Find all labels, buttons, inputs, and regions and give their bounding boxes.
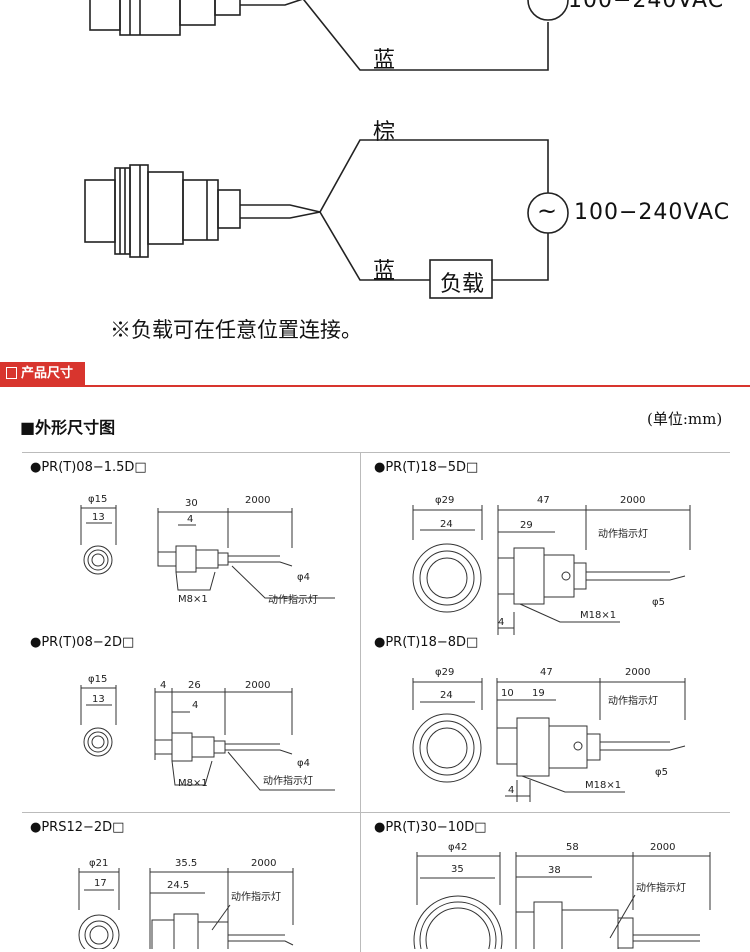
dimension-label: 4 (192, 700, 198, 711)
model-label: ●PR(T)18−5D□ (374, 460, 479, 475)
section-title: 产品尺寸 (21, 366, 74, 381)
model-label: ●PR(T)08−1.5D□ (30, 460, 147, 475)
wire-label-blue: 蓝 (373, 259, 396, 284)
grid-line (360, 812, 361, 952)
dimension-label: φ5 (655, 767, 668, 778)
dimension-label: φ29 (435, 495, 454, 506)
indicator-label: 动作指示灯 (268, 593, 318, 606)
dimension-label: 2000 (245, 680, 270, 691)
dimension-label: 38 (548, 865, 561, 876)
section-tab: 产品尺寸 (0, 362, 86, 386)
dimension-label: 30 (185, 498, 198, 509)
indicator-label: 动作指示灯 (598, 527, 648, 540)
dimension-label: 47 (537, 495, 550, 506)
grid-line (22, 812, 730, 813)
section-divider (0, 385, 750, 387)
indicator-label: 动作指示灯 (636, 881, 686, 894)
dimension-label: φ4 (297, 758, 310, 769)
dimension-label: φ29 (435, 667, 454, 678)
model-label: ●PR(T)30−10D□ (374, 820, 487, 835)
dimension-label: 2000 (625, 667, 650, 678)
dimension-label: 2000 (245, 495, 270, 506)
dimension-label: 58 (566, 842, 579, 853)
thread-label: M8×1 (178, 594, 208, 605)
dimension-label: 24 (440, 690, 453, 701)
voltage-label-top: 100−240VAC (568, 0, 725, 13)
indicator-label: 动作指示灯 (231, 890, 281, 903)
dimension-label: φ42 (448, 842, 467, 853)
dimension-label: 35 (451, 864, 464, 875)
wire-label-blue-top: 蓝 (373, 48, 396, 73)
thread-label: M8×1 (178, 778, 208, 789)
model-label: ●PRS12−2D□ (30, 820, 125, 835)
wiring-note: ※负载可在任意位置连接。 (110, 318, 362, 342)
dimension-label: 4 (160, 680, 166, 691)
voltage-label: 100−240VAC (574, 200, 731, 225)
dimension-label: 4 (508, 785, 514, 796)
dimension-label: 17 (94, 878, 107, 889)
dimension-label: 2000 (650, 842, 675, 853)
dimension-label: φ4 (297, 572, 310, 583)
thread-label: M18×1 (580, 610, 616, 621)
dimension-label: φ15 (88, 674, 107, 685)
dimension-label: 24.5 (167, 880, 189, 891)
dimension-label: 29 (520, 520, 533, 531)
thread-label: M18×1 (585, 780, 621, 791)
wire-label-brown: 棕 (373, 120, 396, 145)
diagram-title: ■外形尺寸图 (20, 418, 116, 437)
dimension-label: 35.5 (175, 858, 197, 869)
load-label: 负载 (440, 272, 485, 297)
dimension-label: 13 (92, 694, 105, 705)
dimension-label: 47 (540, 667, 553, 678)
dimension-label: 10 (501, 688, 514, 699)
model-label: ●PR(T)18−8D□ (374, 635, 479, 650)
model-label: ●PR(T)08−2D□ (30, 635, 135, 650)
unit-label: (单位:mm) (647, 410, 723, 428)
ac-symbol-icon: ~ (537, 197, 558, 225)
grid-line (360, 452, 361, 812)
dimension-label: φ5 (652, 597, 665, 608)
indicator-label: 动作指示灯 (263, 774, 313, 787)
dimension-label: 4 (187, 514, 193, 525)
dimension-label: φ15 (88, 494, 107, 505)
dimension-label: 4 (498, 617, 504, 628)
indicator-label: 动作指示灯 (608, 694, 658, 707)
dimension-label: 24 (440, 519, 453, 530)
dimension-label: φ21 (89, 858, 108, 869)
dimension-label: 26 (188, 680, 201, 691)
dimension-label: 13 (92, 512, 105, 523)
dimension-label: 2000 (620, 495, 645, 506)
grid-line (22, 452, 730, 453)
document-icon (6, 367, 17, 379)
dimension-label: 2000 (251, 858, 276, 869)
dimension-label: 19 (532, 688, 545, 699)
